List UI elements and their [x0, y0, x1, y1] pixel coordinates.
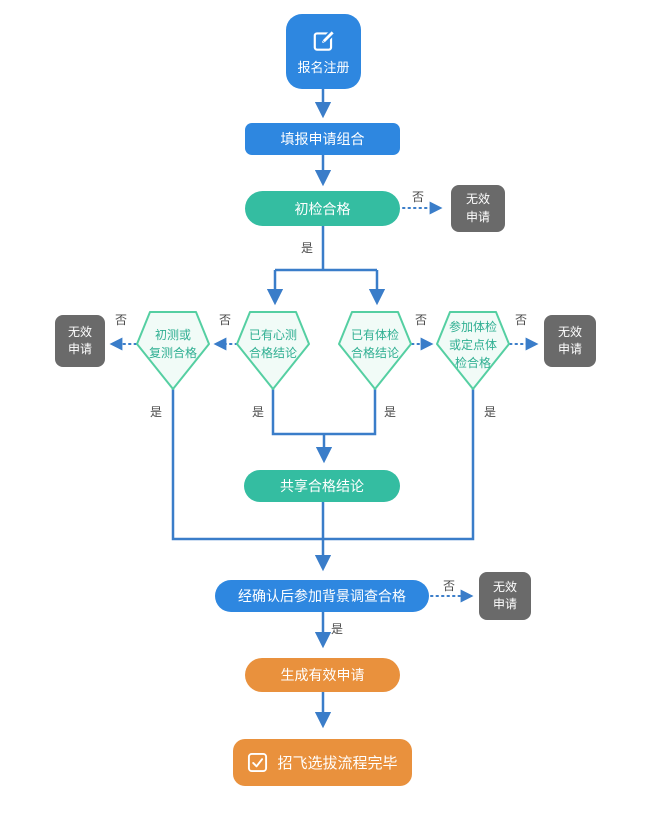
edge-label-no: 否 — [115, 313, 128, 327]
node-process-complete: 招飞选拔流程完毕 — [233, 739, 412, 786]
node-invalid-background-label: 无效 申请 — [492, 579, 517, 611]
node-shared-conclusion: 共享合格结论 — [244, 470, 400, 502]
node-generate-valid: 生成有效申请 — [245, 658, 400, 692]
edge-label-yes: 是 — [252, 405, 265, 419]
node-register: 报名注册 — [286, 14, 361, 89]
edge-label-no: 否 — [443, 579, 456, 593]
node-initial-check: 初检合格 — [245, 191, 400, 226]
edge-label-no: 否 — [515, 313, 528, 327]
node-generate-valid-label: 生成有效申请 — [280, 667, 365, 683]
node-initial-check-label: 初检合格 — [294, 200, 351, 217]
edge-label-yes: 是 — [331, 622, 344, 636]
node-invalid-application-right: 无效 申请 — [544, 315, 596, 367]
edge-label-yes: 是 — [384, 405, 397, 419]
node-shared-conclusion-label: 共享合格结论 — [280, 478, 364, 494]
node-background-check: 经确认后参加背景调查合格 — [215, 580, 429, 612]
node-register-label: 报名注册 — [297, 59, 350, 75]
decision-retest-label: 初测或 复测合格 — [148, 328, 197, 360]
edit-icon — [311, 28, 337, 54]
node-invalid-application-background: 无效 申请 — [479, 572, 531, 620]
node-fill-application-label: 填报申请组合 — [280, 131, 365, 147]
node-invalid-top-label: 无效 申请 — [465, 192, 490, 224]
edge-outer-merge — [171, 389, 475, 541]
decision-attend-label: 参加体检 或定点体 检合格 — [448, 320, 497, 370]
edge-label-no: 否 — [415, 313, 428, 327]
edge-label-no: 否 — [219, 313, 232, 327]
decision-psych-label: 已有心测 合格结论 — [248, 328, 297, 360]
edge-initial-yes-stem — [275, 226, 377, 272]
edge-label-yes: 是 — [301, 241, 314, 255]
edge-label-yes: 是 — [150, 405, 163, 419]
node-fill-application: 填报申请组合 — [245, 123, 400, 155]
edge-label-no: 否 — [412, 190, 425, 204]
decision-medical-label: 已有体检 合格结论 — [350, 328, 399, 360]
checkbox-icon — [247, 752, 268, 773]
node-invalid-left-label: 无效 申请 — [67, 324, 92, 356]
node-process-complete-label: 招飞选拔流程完毕 — [277, 755, 398, 772]
node-invalid-application-left: 无效 申请 — [55, 315, 105, 367]
node-invalid-application-top: 无效 申请 — [451, 185, 505, 232]
edge-inner-merge — [271, 389, 377, 436]
edge-label-yes: 是 — [484, 405, 497, 419]
node-background-check-label: 经确认后参加背景调查合格 — [238, 588, 406, 604]
node-invalid-right-label: 无效 申请 — [557, 324, 582, 356]
